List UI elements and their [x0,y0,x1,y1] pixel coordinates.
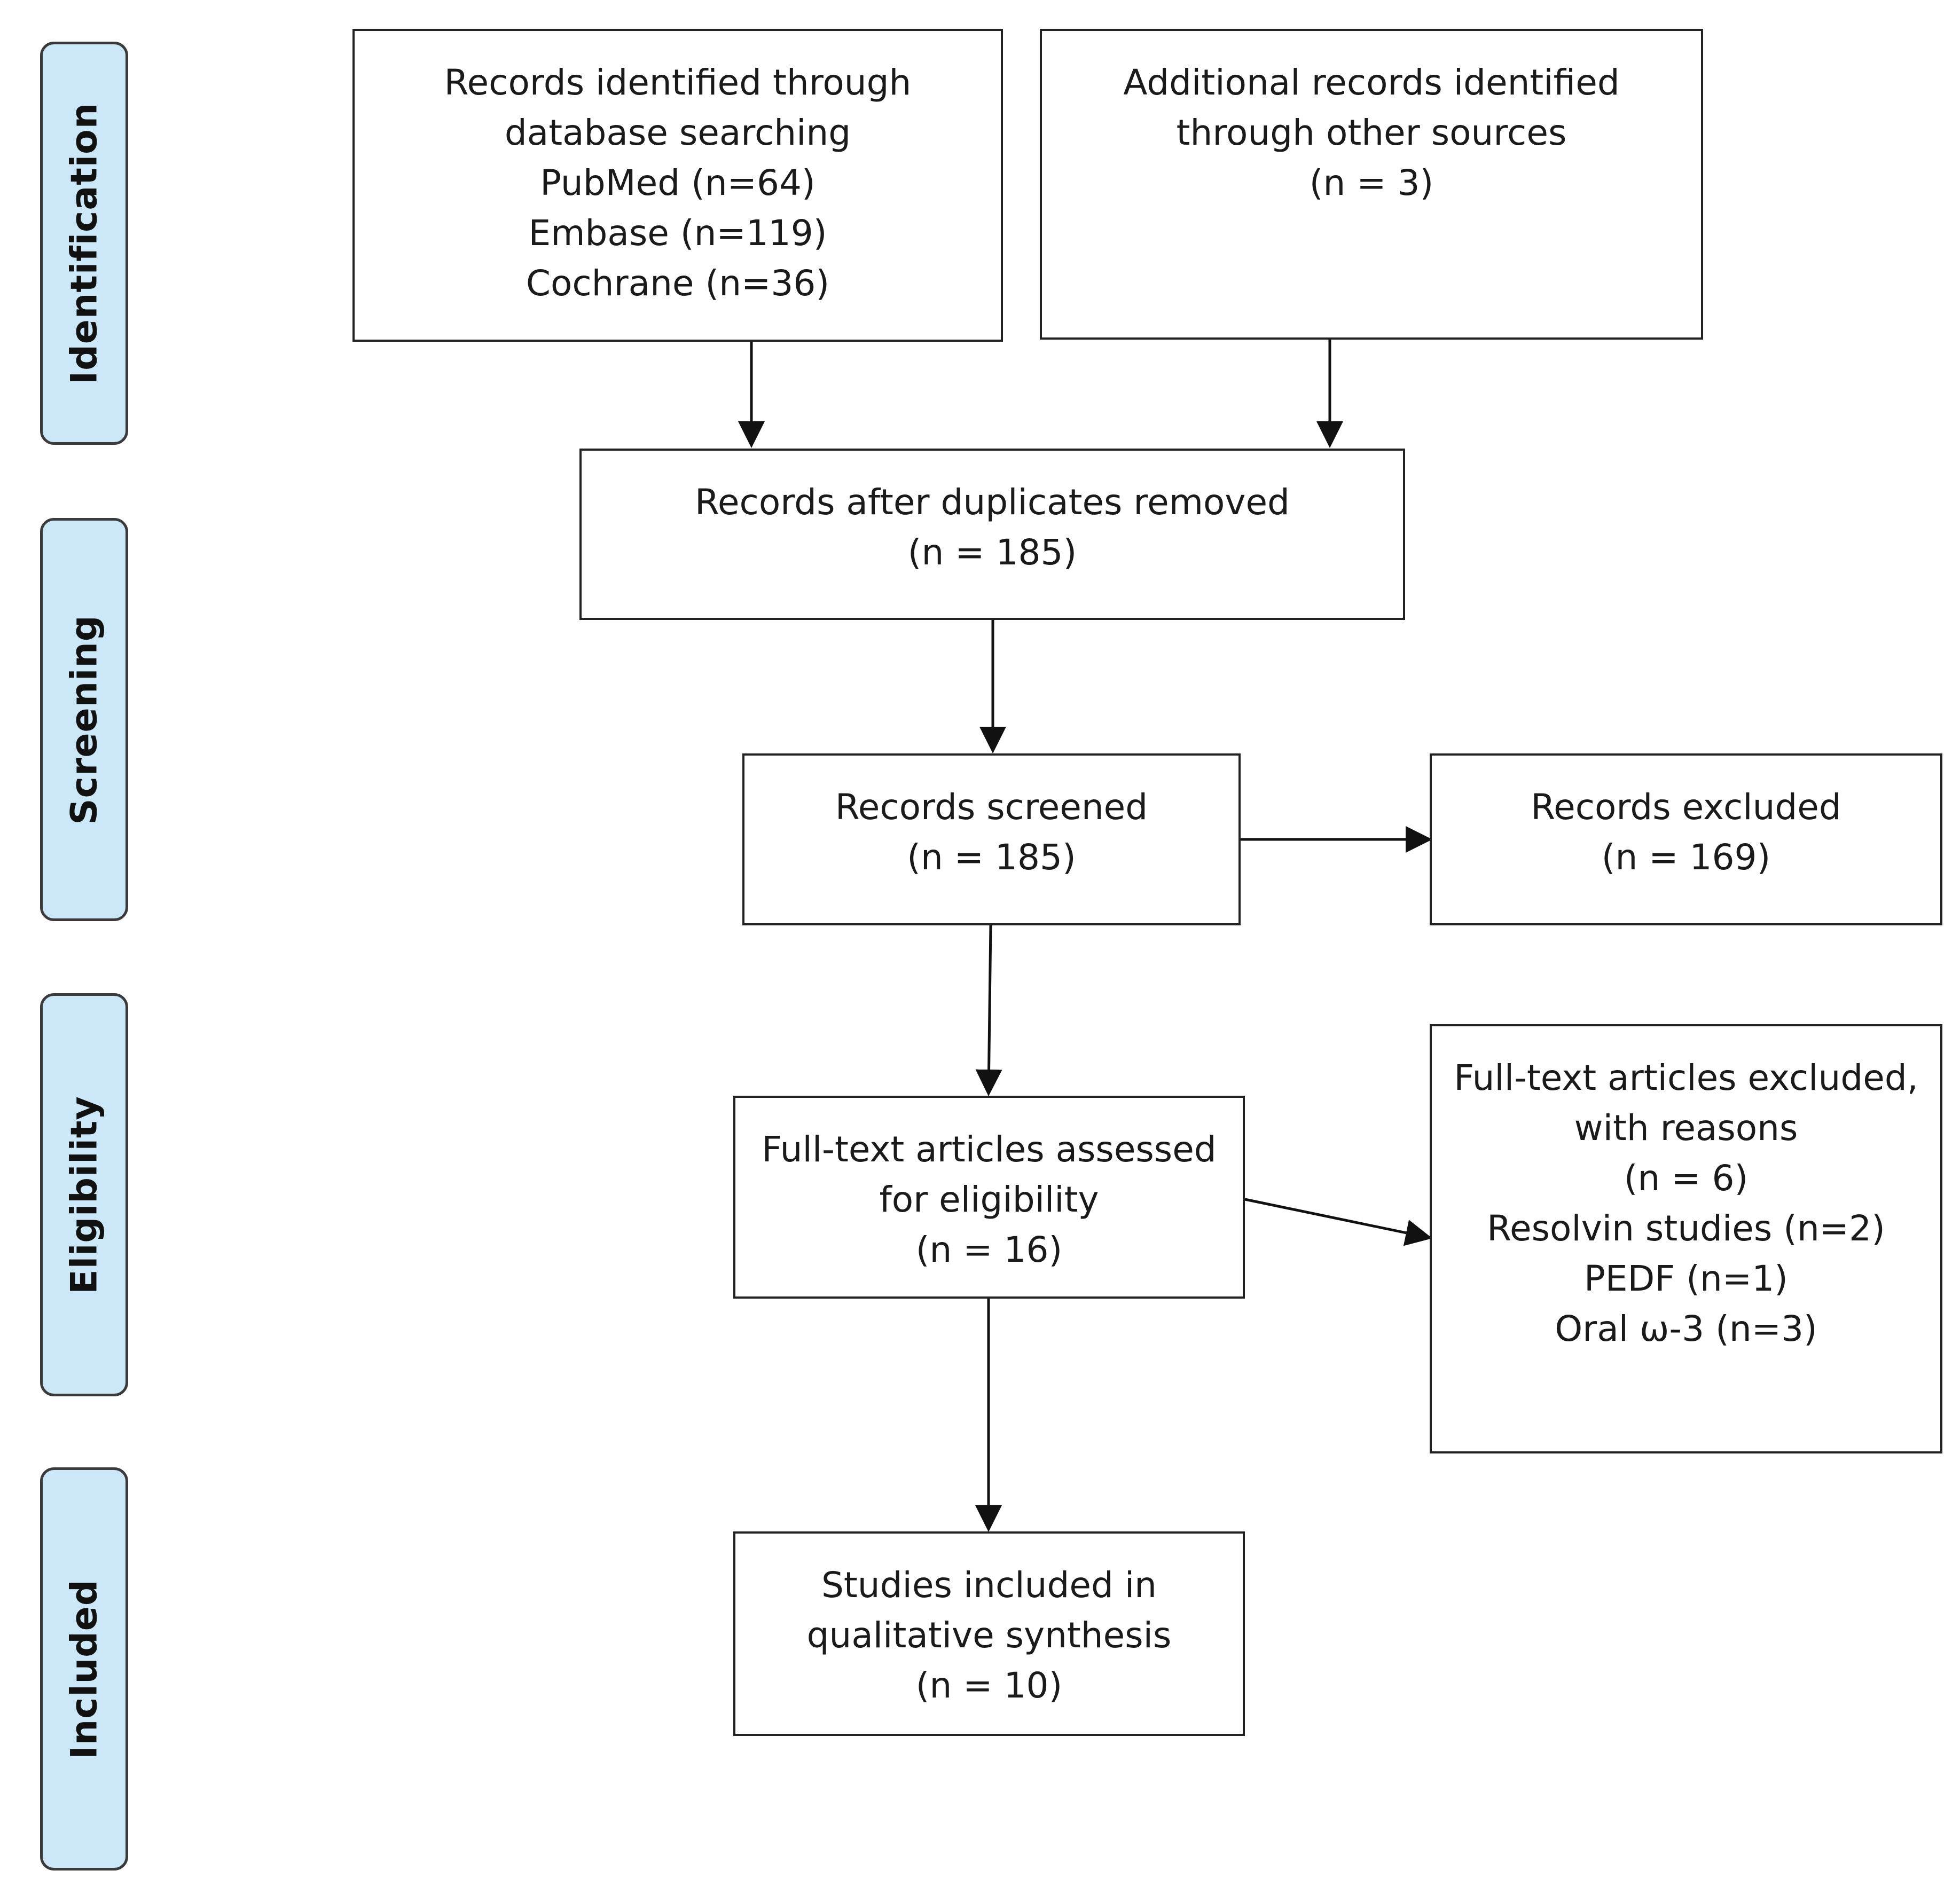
fulltext-assessed-line: Full-text articles assessed [762,1129,1217,1170]
records-screened-line: (n = 185) [907,837,1076,878]
other-sources-line: (n = 3) [1309,162,1434,203]
phase-included-label: Included [63,1578,105,1759]
fulltext-assessed-line: for eligibility [879,1179,1099,1220]
phase-eligibility: Eligibility [40,993,128,1396]
after-duplicates-line: Records after duplicates removed [695,482,1290,523]
database-search-line: Records identified through [444,62,912,103]
database-search-line: Cochrane (n=36) [526,263,830,304]
other-sources-line: through other sources [1176,112,1567,153]
phase-screening: Screening [40,518,128,921]
phase-screening-label: Screening [63,615,105,824]
box-after-duplicates: Records after duplicates removed (n = 18… [579,449,1405,620]
arrow-screened-to-fulltext [975,925,1002,1096]
phase-eligibility-label: Eligibility [63,1095,105,1294]
fulltext-excluded-line: with reasons [1574,1107,1798,1149]
box-other-sources: Additional records identified through ot… [1040,29,1703,340]
records-screened-line: Records screened [835,787,1148,828]
box-fulltext-assessed: Full-text articles assessed for eligibil… [733,1096,1245,1299]
records-excluded-line: Records excluded [1531,787,1841,828]
after-duplicates-line: (n = 185) [907,532,1077,573]
database-search-line: PubMed (n=64) [540,162,816,203]
fulltext-assessed-line: (n = 16) [915,1229,1063,1270]
phase-included: Included [40,1467,128,1871]
fulltext-excluded-line: (n = 6) [1624,1158,1749,1199]
other-sources-line: Additional records identified [1123,62,1620,103]
records-excluded-line: (n = 169) [1601,837,1771,878]
box-records-excluded: Records excluded (n = 169) [1430,753,1942,925]
arrow-fulltext-to-excluded [1244,1198,1432,1246]
fulltext-excluded-line: Resolvin studies (n=2) [1487,1208,1885,1249]
database-search-line: Embase (n=119) [528,213,827,254]
included-studies-line: Studies included in [821,1565,1157,1606]
included-studies-line: (n = 10) [915,1665,1063,1706]
database-search-line: database searching [504,112,851,153]
phase-identification: Identification [40,42,128,445]
fulltext-excluded-line: Oral ω-3 (n=3) [1555,1308,1817,1349]
box-included-studies: Studies included in qualitative synthesi… [733,1531,1245,1736]
box-fulltext-excluded: Full-text articles excluded, with reason… [1430,1024,1942,1453]
included-studies-line: qualitative synthesis [806,1615,1172,1656]
fulltext-excluded-line: Full-text articles excluded, [1454,1057,1918,1098]
box-records-screened: Records screened (n = 185) [742,753,1241,925]
box-database-search: Records identified through database sear… [352,29,1003,342]
fulltext-excluded-line: PEDF (n=1) [1584,1258,1788,1299]
phase-identification-label: Identification [63,102,105,384]
